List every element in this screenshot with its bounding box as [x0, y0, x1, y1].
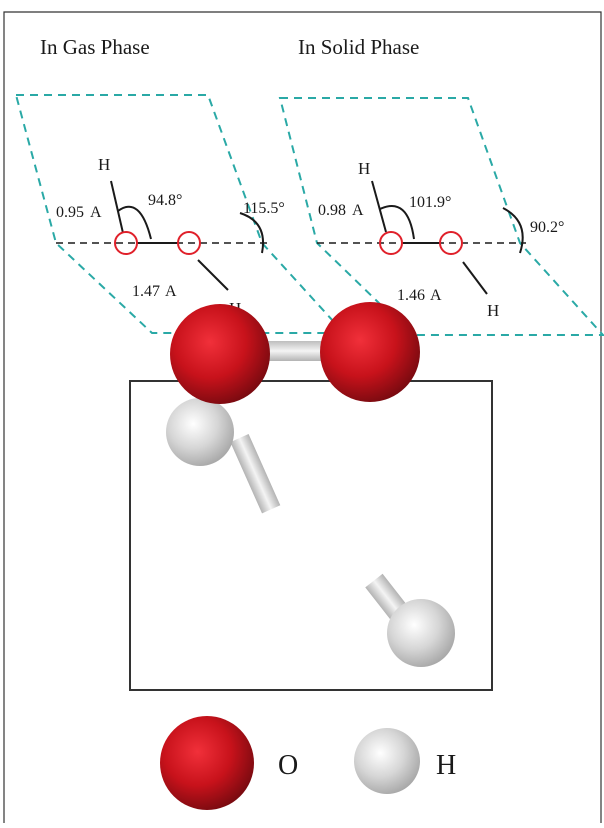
solid-oxygen-marker-2: [439, 231, 463, 255]
gas-phase-title: In Gas Phase: [40, 35, 150, 59]
gas-phase-panel: In Gas Phase H H 0.95A 94.8° 115.5° 1.47…: [14, 35, 347, 334]
legend-oxygen-label: O: [278, 750, 298, 781]
legend: O H: [160, 716, 456, 810]
solid-hydrogen-bottom-label: H: [487, 301, 499, 320]
solid-dihedral-angle-arc: [502, 207, 524, 254]
gas-oh-bond-bottom: [197, 259, 229, 291]
model-oxygen-atom-right: [320, 302, 420, 402]
solid-dihedral-angle: 90.2°: [530, 219, 564, 236]
legend-hydrogen-swatch: [354, 728, 420, 794]
gas-dihedral-angle-arc: [239, 212, 264, 254]
model-hydrogen-atom-upper: [166, 398, 234, 466]
outer-frame: [3, 11, 602, 823]
solid-hoo-angle: 101.9°: [409, 194, 451, 211]
model-hydrogen-atom-lower: [387, 599, 455, 667]
gas-dihedral-angle: 115.5°: [243, 200, 285, 217]
ball-and-stick-model: [129, 302, 493, 691]
legend-oxygen-swatch: [160, 716, 254, 810]
legend-hydrogen-label: H: [436, 750, 456, 781]
model-frame: [129, 380, 493, 691]
solid-oh-bond-bottom: [462, 261, 488, 295]
solid-hydrogen-top-label: H: [358, 159, 370, 178]
solid-oxygen-marker-1: [379, 231, 403, 255]
gas-hoo-angle: 94.8°: [148, 192, 182, 209]
gas-oxygen-marker-2: [177, 231, 201, 255]
gas-hoo-angle-arc: [117, 205, 152, 240]
solid-oh-bond-top: [371, 180, 387, 233]
model-oh-bond-upper: [230, 433, 281, 514]
model-oxygen-atom-left: [170, 304, 270, 404]
model-oo-bond: [250, 341, 340, 361]
gas-hydrogen-top-label: H: [98, 155, 110, 174]
solid-hoo-angle-arc: [379, 204, 415, 240]
solid-phase-title: In Solid Phase: [298, 35, 419, 59]
gas-oh-bond-top: [110, 180, 124, 234]
gas-oxygen-marker-1: [114, 231, 138, 255]
